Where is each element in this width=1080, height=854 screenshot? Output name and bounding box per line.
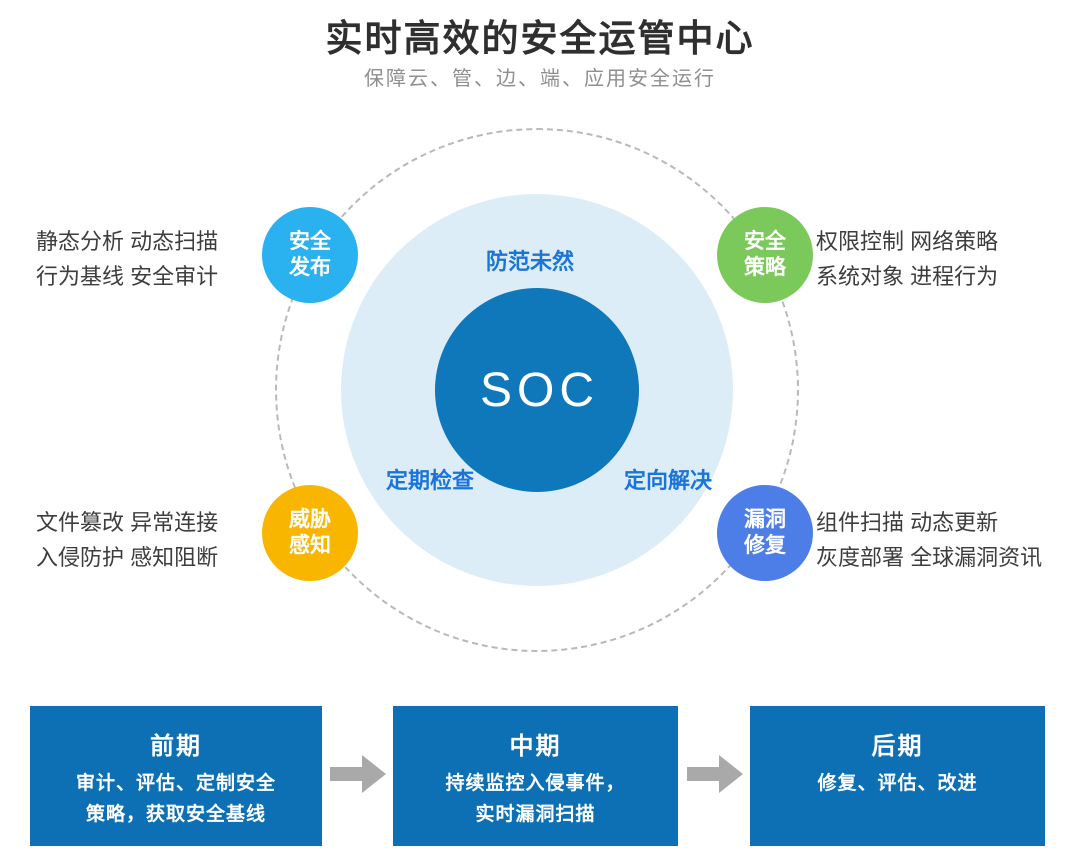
flow-stage-early-title: 前期 — [150, 733, 202, 760]
flow-stage-mid-title: 中期 — [509, 733, 562, 760]
soc-circle: SOC — [435, 288, 639, 492]
node-vulnerability-repair-line1: 漏洞 — [744, 508, 786, 531]
side-text-bottom-right-line2: 灰度部署 全球漏洞资讯 — [816, 545, 1043, 570]
arrow-shaft — [330, 767, 362, 781]
arrow-right-icon — [719, 755, 743, 793]
flow-stage-early-line2: 策略，获取安全基线 — [85, 804, 266, 825]
flow-stage-late-line1: 修复、评估、改进 — [817, 773, 978, 794]
side-text-top-right: 权限控制 网络策略 系统对象 进程行为 — [816, 224, 998, 294]
node-security-release-line1: 安全 — [289, 230, 331, 253]
node-security-policy: 安全 策略 — [717, 207, 813, 303]
inner-label-targeted-resolution: 定向解决 — [623, 468, 712, 493]
flow-arrow-2 — [687, 754, 745, 794]
flow-stage-mid-line2: 实时漏洞扫描 — [475, 804, 596, 825]
page-title: 实时高效的安全运管中心 — [325, 18, 755, 59]
node-security-release-line2: 发布 — [289, 256, 331, 279]
soc-label: SOC — [479, 363, 599, 417]
side-text-top-left-line2: 行为基线 安全审计 — [36, 264, 219, 289]
side-text-bottom-right: 组件扫描 动态更新 灰度部署 全球漏洞资讯 — [816, 505, 1042, 575]
side-text-top-right-line1: 权限控制 网络策略 — [816, 229, 999, 254]
side-text-top-left-line1: 静态分析 动态扫描 — [36, 229, 219, 254]
inner-label-periodic-check: 定期检查 — [385, 468, 474, 493]
inner-label-prevention: 防范未然 — [485, 249, 574, 274]
side-text-bottom-left: 文件篡改 异常连接 入侵防护 感知阻断 — [36, 505, 218, 575]
node-security-policy-line1: 安全 — [744, 230, 786, 253]
node-vulnerability-repair: 漏洞 修复 — [717, 485, 813, 581]
side-text-bottom-left-line2: 入侵防护 感知阻断 — [36, 545, 219, 570]
node-security-release: 安全 发布 — [262, 207, 358, 303]
side-text-bottom-right-line1: 组件扫描 动态更新 — [816, 510, 999, 535]
node-security-policy-line2: 策略 — [744, 256, 786, 279]
dashed-orbit-circle — [275, 128, 799, 652]
side-text-top-right-line2: 系统对象 进程行为 — [816, 264, 999, 289]
side-text-bottom-left-line1: 文件篡改 异常连接 — [36, 510, 219, 535]
flow-stage-mid: 中期 持续监控入侵事件， 实时漏洞扫描 — [393, 706, 678, 846]
arrow-right-icon — [362, 755, 386, 793]
flow-arrow-1 — [330, 754, 388, 794]
flow-stage-late-title: 后期 — [871, 733, 924, 760]
node-threat-awareness-line1: 威胁 — [289, 508, 331, 531]
flow-stage-early-line1: 审计、评估、定制安全 — [75, 773, 276, 794]
page-subtitle: 保障云、管、边、端、应用安全运行 — [364, 68, 716, 90]
side-text-top-left: 静态分析 动态扫描 行为基线 安全审计 — [36, 224, 218, 294]
flow-stage-mid-line1: 持续监控入侵事件， — [445, 773, 626, 794]
flow-stage-early: 前期 审计、评估、定制安全 策略，获取安全基线 — [30, 706, 322, 846]
node-vulnerability-repair-line2: 修复 — [744, 534, 786, 557]
node-threat-awareness: 威胁 感知 — [262, 485, 358, 581]
arrow-shaft — [687, 767, 719, 781]
node-threat-awareness-line2: 感知 — [289, 534, 331, 557]
flow-stage-late: 后期 修复、评估、改进 — [750, 706, 1045, 846]
